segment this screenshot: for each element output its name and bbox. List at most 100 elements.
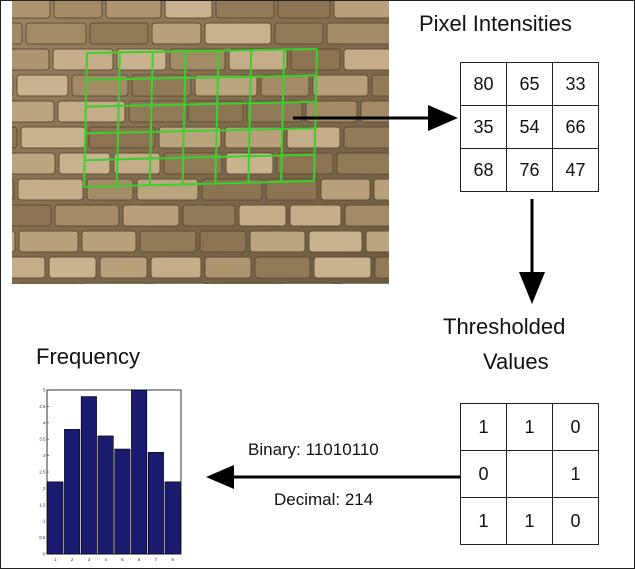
brick	[12, 204, 52, 227]
brick	[326, 22, 389, 45]
binary-code-label: Binary: 11010110	[248, 440, 379, 459]
x-tick-label: 4	[104, 557, 107, 562]
pixel-grid-cell: 65	[506, 62, 553, 106]
grid-overlay-line	[86, 74, 317, 81]
grid-overlay-line	[313, 48, 318, 182]
grid-overlay-line	[280, 49, 286, 182]
threshold-grid-cell	[506, 450, 553, 498]
grid-overlay-line	[86, 48, 318, 54]
brick	[12, 230, 16, 253]
brick	[313, 256, 372, 279]
brick	[276, 152, 334, 175]
brick	[265, 178, 318, 201]
histogram-bar	[164, 481, 181, 555]
brick	[18, 282, 78, 284]
y-tick-label: 4.5	[39, 404, 46, 409]
brick	[164, 1, 213, 19]
brick	[105, 1, 162, 19]
x-tick-label: 6	[138, 557, 141, 562]
threshold-grid-cell: 1	[506, 497, 553, 545]
brick	[336, 152, 389, 175]
y-tick-label: 2.5	[39, 470, 46, 475]
brick	[16, 74, 69, 97]
pixel-grid-cell: 54	[506, 105, 553, 149]
brick	[340, 282, 389, 284]
grid-overlay-line	[247, 50, 253, 183]
brick	[215, 1, 275, 19]
brick	[199, 230, 247, 253]
brick	[81, 230, 137, 253]
decimal-code-label: Decimal: 214	[274, 490, 374, 509]
brick	[12, 178, 15, 201]
brick	[182, 204, 236, 227]
pixel-grid-cell: 80	[460, 62, 507, 106]
grid-overlay-line	[84, 153, 315, 162]
brick	[289, 204, 342, 227]
arrow-to-histogram	[206, 465, 460, 489]
arrowhead-right-icon	[428, 105, 458, 131]
brick	[12, 1, 51, 19]
brick	[113, 152, 161, 175]
brick	[151, 282, 207, 284]
brick	[136, 178, 199, 201]
brick	[238, 204, 287, 227]
pixel-grid-cell: 35	[460, 105, 507, 149]
brick	[25, 22, 87, 45]
brick	[333, 1, 389, 19]
x-tick-label: 8	[171, 557, 174, 562]
brick	[150, 256, 202, 279]
brick	[99, 256, 148, 279]
arrowhead-down-icon	[519, 272, 545, 304]
brick	[20, 126, 86, 149]
x-tick-label: 2	[71, 557, 74, 562]
brick	[344, 204, 389, 227]
x-tick-label: 7	[155, 557, 158, 562]
threshold-grid-cell: 0	[460, 450, 507, 498]
brick	[194, 74, 258, 97]
brick	[286, 126, 341, 149]
brick	[249, 230, 306, 253]
grid-overlay-line	[85, 127, 316, 135]
grid-overlay-line	[148, 51, 154, 186]
brick	[228, 48, 288, 71]
grid-overlay-line	[85, 100, 316, 108]
x-tick-label: 3	[88, 557, 91, 562]
grid-overlay-line	[83, 52, 88, 188]
pixel-intensities-title: Pixel Intensities	[419, 11, 572, 36]
brick	[312, 74, 369, 97]
brick	[12, 282, 14, 284]
brick	[18, 230, 79, 253]
threshold-grid-cell: 1	[552, 450, 599, 498]
y-tick-label: 2	[43, 486, 46, 491]
threshold-grid-cell: 0	[552, 403, 599, 451]
brick	[12, 126, 18, 149]
brick	[277, 1, 331, 19]
y-tick-label: 3.5	[39, 437, 46, 442]
threshold-grid-cell: 1	[506, 403, 553, 451]
grid-overlay-line	[214, 50, 220, 184]
brick-rows	[12, 1, 389, 284]
threshold-grid-cell: 1	[460, 497, 507, 545]
brick	[53, 1, 103, 19]
brick	[12, 152, 56, 175]
pixel-grid-cell: 66	[552, 105, 599, 149]
x-tick-label: 1	[54, 557, 57, 562]
brick	[139, 230, 197, 253]
frequency-title: Frequency	[36, 344, 140, 369]
grid-overlay-line	[83, 180, 315, 188]
histogram-bar	[114, 448, 131, 555]
y-tick-label: 4	[43, 420, 46, 425]
y-tick-label: 1.5	[39, 502, 46, 507]
brick	[360, 100, 389, 123]
brick	[254, 256, 311, 279]
brick	[17, 178, 84, 201]
brick	[373, 178, 389, 201]
brick	[82, 282, 147, 284]
grid-overlay-line	[181, 51, 187, 185]
brick	[116, 48, 167, 71]
